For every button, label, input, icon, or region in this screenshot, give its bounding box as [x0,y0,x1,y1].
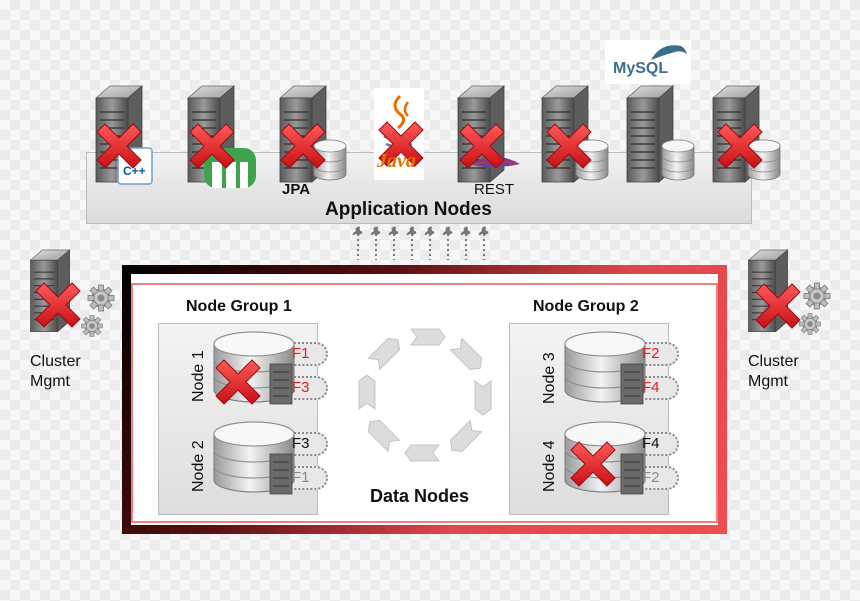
fragment-label: F4 [642,379,660,396]
mysql-logo-label: MySQL [613,60,669,77]
data-nodes-title: Data Nodes [370,486,470,506]
node-2-label: Node 2 [190,440,207,492]
application-servers [95,85,781,260]
cpp-badge-label: C++ [123,164,146,178]
fragment-label: F3 [292,435,310,452]
java-logo-label: Java [377,150,416,172]
fragment-label: F1 [292,469,310,486]
dolphin-icon [651,45,687,60]
fragment-label: F3 [292,379,310,396]
sync-ring-icon [358,328,492,462]
node-3-disk-icon [564,331,646,405]
node-group-1-title: Node Group 1 [186,298,292,315]
application-nodes-title: Application Nodes [325,199,492,220]
gear-icon [87,284,115,312]
node-2-disk-icon [213,421,295,495]
fragment-label: F1 [292,345,310,362]
cluster-mgmt-left-label: Cluster Mgmt [30,353,81,390]
cluster-mgmt-right-label: Cluster Mgmt [748,353,799,390]
gear-icon [799,313,821,335]
node-3-label: Node 3 [541,352,558,404]
fragment-label: F2 [642,469,660,486]
jpa-label: JPA [282,181,311,198]
gear-icon [81,315,103,337]
rest-label: REST [474,181,515,198]
connection-arrows [352,223,490,260]
fragment-label: F2 [642,345,660,362]
node-group-2-title: Node Group 2 [533,298,639,315]
gear-icon [803,282,831,310]
node-1-label: Node 1 [190,350,207,402]
node-4-label: Node 4 [541,440,558,492]
mysql-logo: MySQL [605,40,691,84]
fragment-label: F4 [642,435,660,452]
